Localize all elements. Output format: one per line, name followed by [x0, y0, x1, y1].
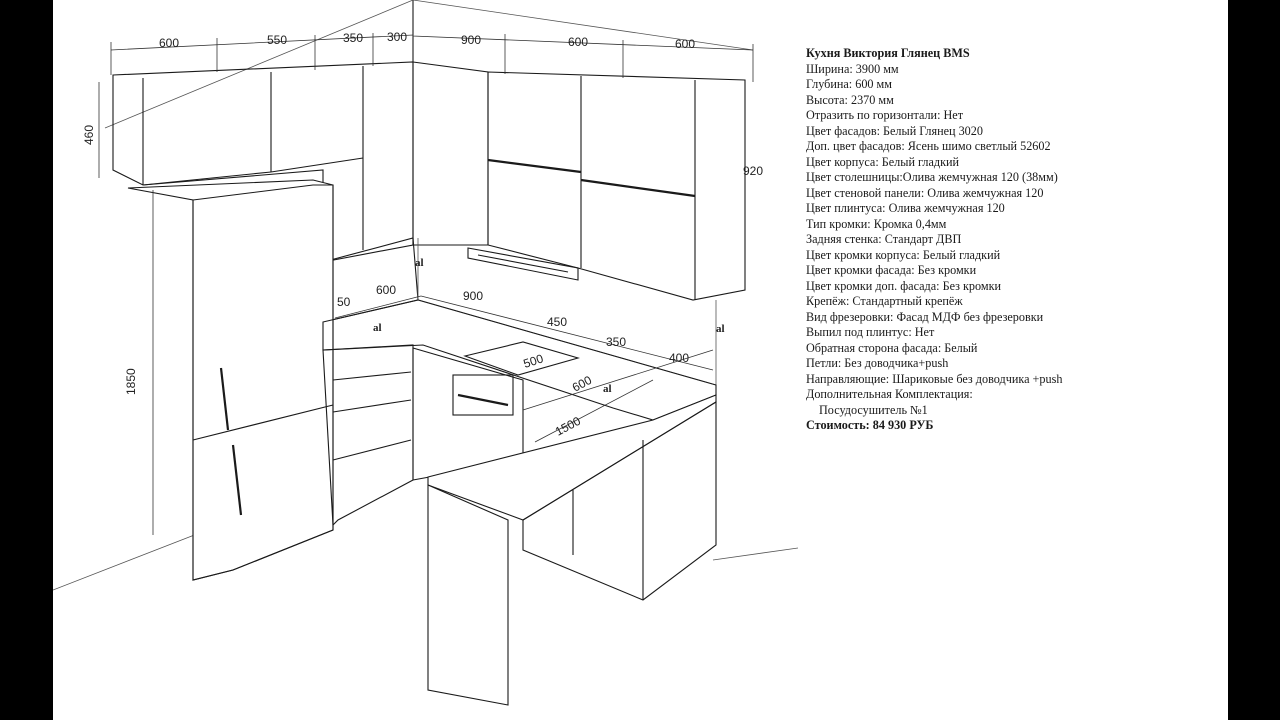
spec-line: Петли: Без доводчика+push — [806, 356, 949, 370]
worktop-dim-1: 50 — [337, 295, 351, 309]
edge-mark: al — [373, 322, 382, 334]
spec-line: Цвет кромки фасада: Без кромки — [806, 263, 977, 277]
upper-cabinet-bottom — [142, 171, 272, 186]
oven-dim-1: 600 — [570, 373, 595, 395]
fridge-handle-upper — [219, 367, 230, 431]
cooktop-dim: 500 — [522, 351, 546, 371]
edge-mark: al — [603, 383, 612, 395]
edge-mark: al — [716, 323, 725, 335]
top-dim-7: 600 — [675, 37, 695, 51]
spec-line: Вид фрезеровки: Фасад МДФ без фрезеровки — [806, 309, 1044, 324]
oven-dim-2: 1500 — [553, 414, 583, 439]
cooktop — [463, 341, 580, 376]
wall-top-right — [412, 0, 754, 51]
drawer-line — [332, 439, 412, 461]
top-dim-6: 600 — [568, 35, 588, 49]
hood-rail — [477, 254, 569, 273]
upper-cabinet-right-run — [487, 71, 746, 301]
drawer-line — [332, 399, 412, 413]
oven-dim-line — [522, 349, 714, 411]
upper-corner-cabinet — [412, 61, 489, 246]
floor-right — [712, 547, 798, 561]
spec-line: Задняя стенка: Стандарт ДВП — [806, 232, 962, 246]
left-dim-upper: 460 — [82, 125, 96, 145]
worktop-dim-6: 400 — [669, 351, 689, 365]
spec-line: Доп. цвет фасадов: Ясень шимо светлый 52… — [806, 139, 1051, 153]
specification-panel: Кухня Виктория Глянец BMS Ширина: 3900 м… — [806, 46, 1216, 434]
fridge-front — [192, 184, 334, 581]
spec-extra-item: Посудосушитель №1 — [819, 402, 928, 417]
top-dimension-line — [110, 34, 754, 51]
backsplash-left — [322, 237, 419, 323]
base-cabinet-left — [322, 344, 414, 527]
worktop-dim-4: 450 — [547, 315, 567, 329]
spec-line: Цвет корпуса: Белый гладкий — [806, 154, 960, 169]
spec-line: Высота: 2370 мм — [806, 92, 894, 107]
oven-handle — [457, 393, 509, 407]
oven-door — [452, 374, 514, 416]
worktop — [322, 299, 717, 421]
top-dim-4: 300 — [387, 30, 407, 44]
bar-dim-line — [534, 379, 654, 443]
spec-line: Обратная сторона фасада: Белый — [806, 340, 978, 355]
worktop-dim-3: 900 — [463, 289, 483, 303]
top-dim-5: 900 — [461, 33, 481, 47]
worktop-dim-5: 350 — [606, 335, 626, 349]
range-hood — [467, 247, 579, 281]
spec-line: Цвет плинтуса: Олива жемчужная 120 — [806, 201, 1005, 215]
spec-line: Отразить по горизонтали: Нет — [806, 108, 964, 122]
drawer-line — [332, 371, 412, 381]
edge-mark: al — [415, 257, 424, 269]
top-dim-2: 550 — [267, 33, 287, 47]
wall-top-left — [104, 0, 414, 129]
spec-line: Цвет фасадов: Белый Глянец 3020 — [806, 123, 983, 138]
spec-line: Тип кромки: Кромка 0,4мм — [806, 216, 947, 231]
worktop-dim-2: 600 — [376, 283, 396, 297]
bar-base-cabinet — [522, 401, 717, 601]
spec-line: Цвет кромки доп. фасада: Без кромки — [806, 278, 1002, 293]
spec-line: Цвет стеновой панели: Олива жемчужная 12… — [806, 185, 1044, 200]
upper-cabinet-shelf — [580, 178, 696, 198]
bar-leg — [427, 484, 509, 706]
spec-line: Ширина: 3900 мм — [806, 61, 899, 76]
spec-title: Кухня Виктория Глянец BMS — [806, 46, 970, 60]
spec-price: Стоимость: 84 930 РУБ — [806, 418, 934, 432]
spec-line: Дополнительная Комплектация: — [806, 387, 973, 401]
right-dim: 920 — [743, 164, 763, 178]
kitchen-perspective-drawing: 600 550 350 300 900 600 600 460 1850 920… — [53, 0, 798, 706]
drawing-sheet: 600 550 350 300 900 600 600 460 1850 920… — [53, 0, 1228, 720]
spec-line: Направляющие: Шариковые без доводчика +p… — [806, 371, 1063, 386]
left-dim-lower: 1850 — [124, 368, 138, 395]
upper-cabinet-shelf — [487, 158, 582, 174]
spec-line: Цвет кромки корпуса: Белый гладкий — [806, 247, 1001, 262]
fridge-body — [127, 179, 334, 581]
spec-line: Крепёж: Стандартный крепёж — [806, 294, 963, 308]
upper-cabinet-shelf — [270, 157, 364, 173]
top-dim-3: 350 — [343, 31, 363, 45]
spec-line: Глубина: 600 мм — [806, 77, 892, 91]
worktop-dim-line — [420, 295, 714, 371]
fridge-door-split — [192, 404, 334, 441]
top-dim-1: 600 — [159, 36, 179, 50]
spec-line: Цвет столешницы:Олива жемчужная 120 (38м… — [806, 170, 1058, 184]
spec-line: Выпил под плинтус: Нет — [806, 325, 935, 339]
fridge-handle-lower — [231, 444, 243, 516]
bar-counter — [427, 394, 717, 521]
worktop-dim-line — [334, 295, 422, 319]
